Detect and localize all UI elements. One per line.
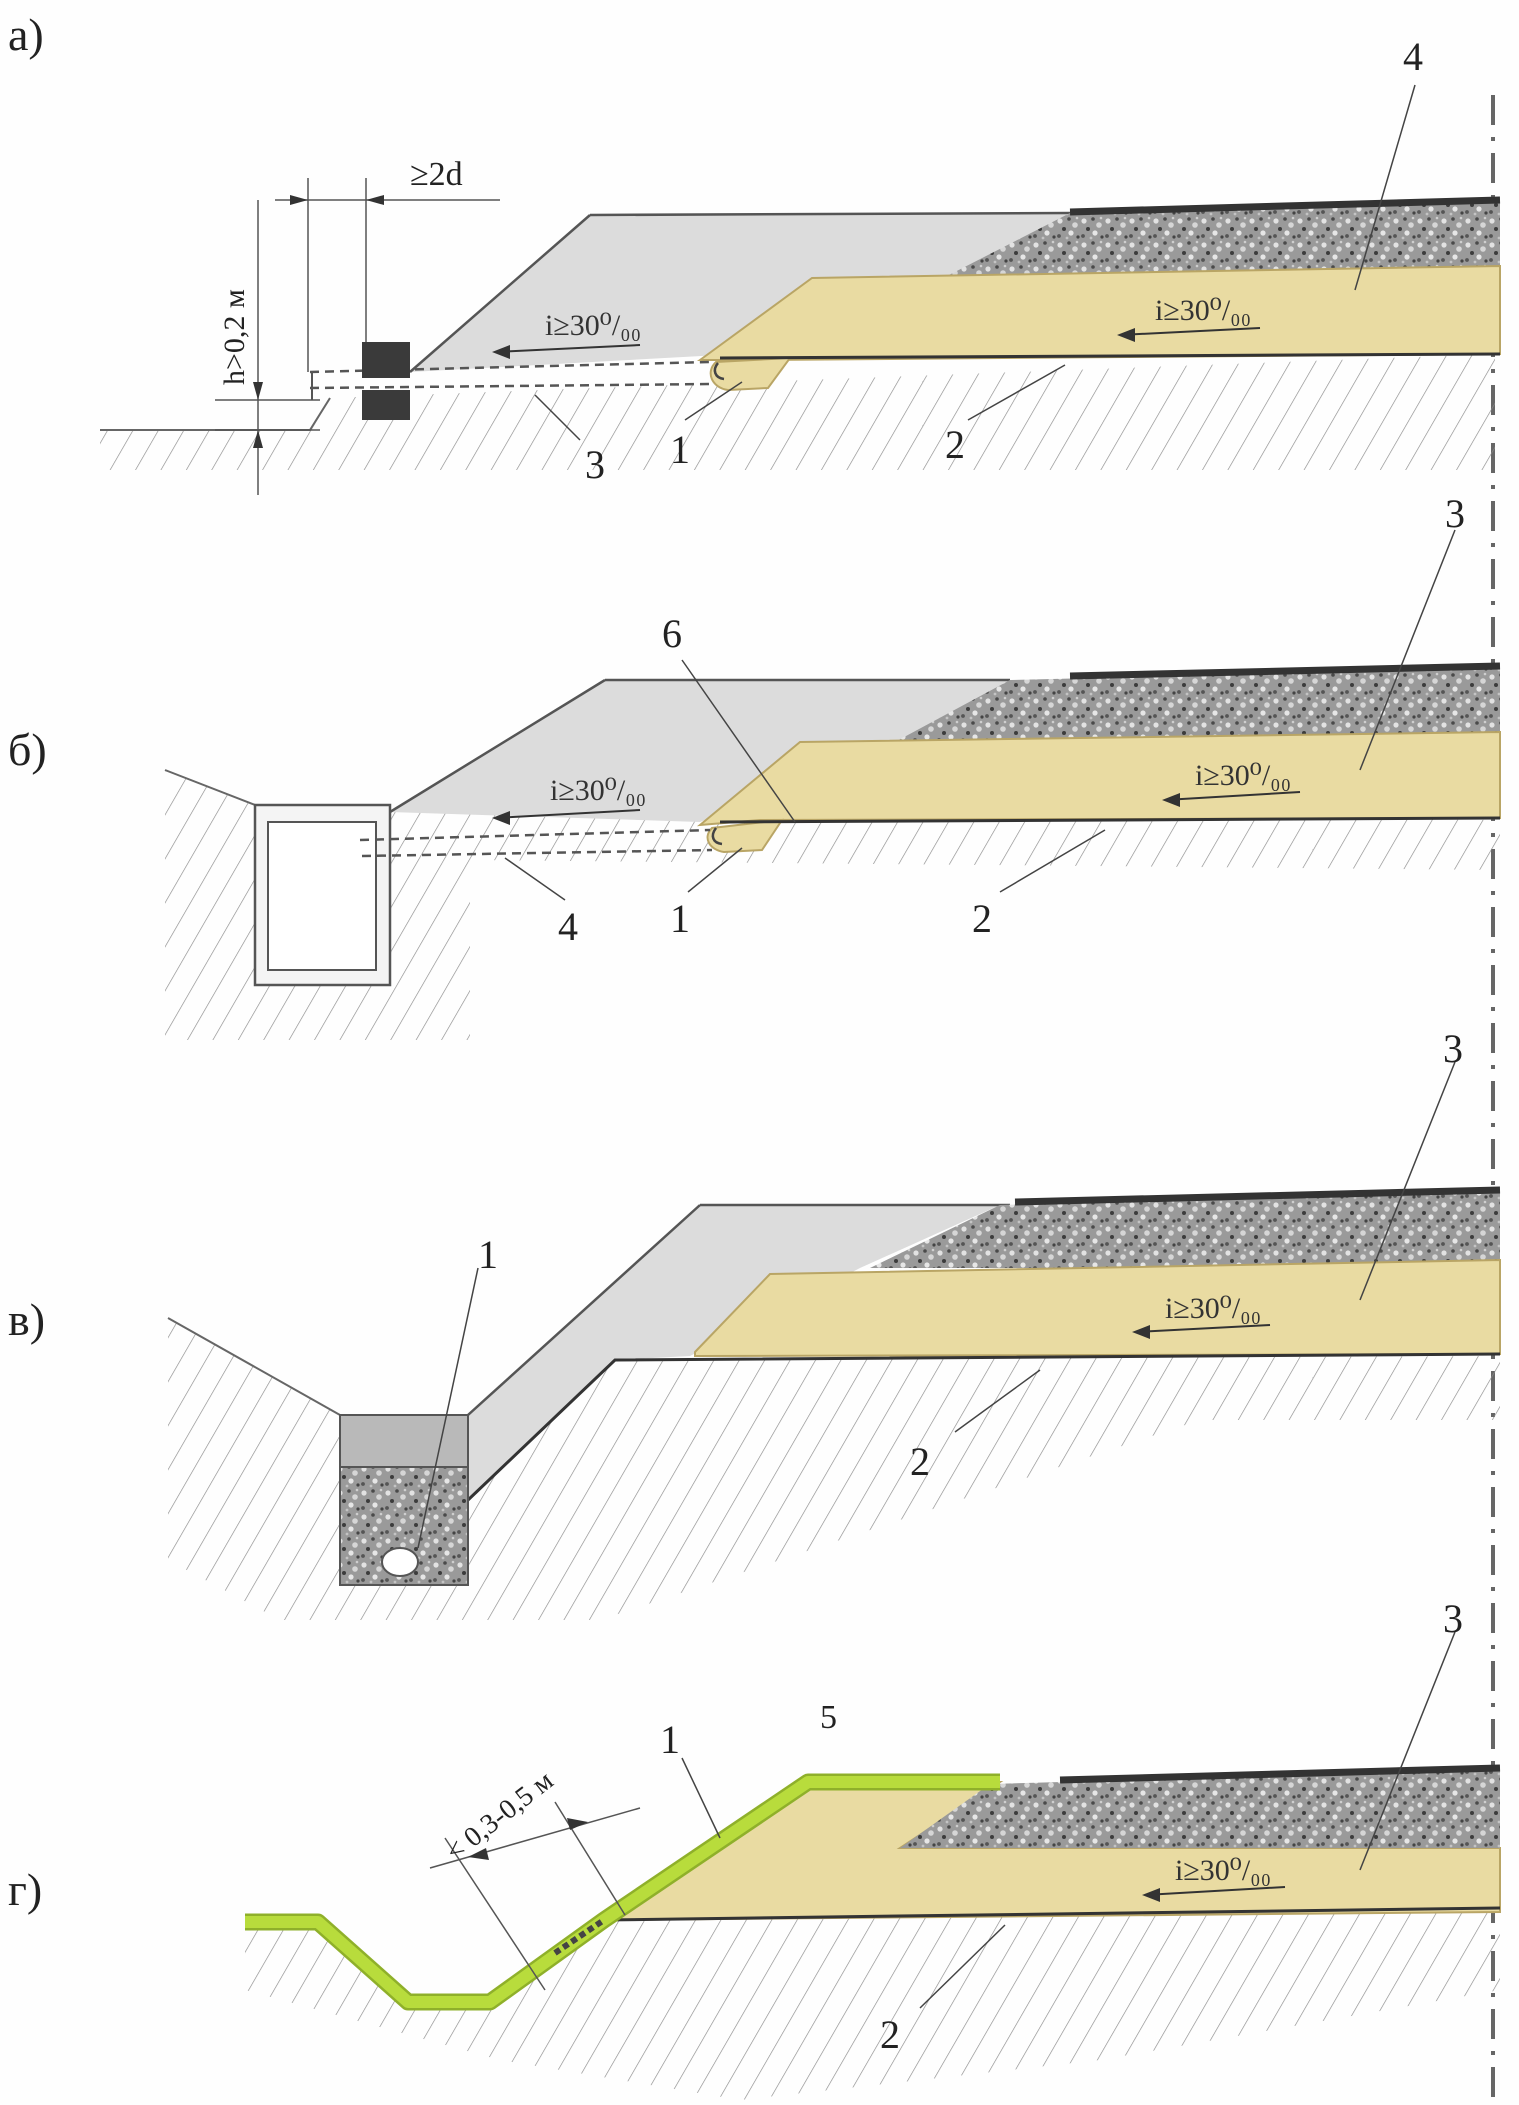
panel-c-label-1: 1 [478, 1232, 498, 1277]
panel-c-slope-right: i≥30⁰/₀₀ [1165, 1292, 1261, 1325]
panel-a-slope-right: i≥30⁰/₀₀ [1155, 294, 1251, 327]
panel-a-ground [100, 354, 1495, 470]
panel-c-shoulder [468, 1205, 1000, 1500]
panel-a-base-layer [696, 264, 1501, 361]
panel-d-letter: г) [8, 1864, 42, 1915]
panel-a-shoulder [410, 213, 1070, 372]
panel-b-ground [165, 770, 1500, 1040]
panel-c-drain-pipe [381, 1547, 419, 1577]
panel-a-outlet-block-bottom [362, 390, 410, 420]
panel-b-letter: б) [8, 724, 47, 775]
panel-a-label-4: 3 [585, 442, 605, 487]
panel-c: в) i≥30⁰/₀₀ 3 2 1 [8, 1026, 1501, 1620]
panel-c-trench-cap [339, 1414, 469, 1468]
panel-d-gravel [900, 1770, 1500, 1848]
panel-c-letter: в) [8, 1294, 45, 1345]
panel-c-ground [168, 1318, 1500, 1620]
panel-d-label-2: 2 [880, 2012, 900, 2057]
panel-d-label-1: 1 [660, 1717, 680, 1762]
panel-d-label-5: 5 [820, 1699, 837, 1736]
panel-b-slope-left: i≥30⁰/₀₀ [550, 774, 646, 807]
panel-b-slope-right: i≥30⁰/₀₀ [1195, 759, 1291, 792]
panel-a-letter: а) [8, 9, 44, 60]
panel-d-label-3: 3 [1443, 1596, 1463, 1641]
panel-b-label-2: 2 [972, 896, 992, 941]
panel-a-label-3: 4 [1403, 34, 1423, 79]
panel-c-label-3: 3 [1443, 1026, 1463, 1071]
panel-d-drainage-layer [245, 1776, 1000, 2008]
panel-a-outlet-block-top [362, 342, 410, 378]
panel-a-label-1: 1 [670, 427, 690, 472]
panel-d-slope-right: i≥30⁰/₀₀ [1175, 1854, 1271, 1887]
panel-a-dim-height: h>0,2 м [218, 289, 251, 385]
panel-d-dim-depth: < 0,3-0,5 м [440, 1765, 559, 1868]
panel-b-label-3: 3 [1445, 491, 1465, 536]
panel-a-label-2: 2 [945, 422, 965, 467]
panel-a-slope-left: i≥30⁰/₀₀ [545, 309, 641, 342]
panel-b: б) i≥30⁰/₀₀ i≥30⁰/₀₀ 3 6 [8, 491, 1501, 1040]
panel-a-dim-width: ≥2d [410, 156, 463, 193]
panel-b-label-6: 6 [662, 611, 682, 656]
panel-b-base-layer [696, 730, 1501, 827]
panel-b-gravel [880, 668, 1500, 750]
panel-c-label-2: 2 [910, 1439, 930, 1484]
panel-c-gravel [870, 1192, 1500, 1268]
panel-d: г) < 0,3-0,5 м i≥30⁰/₀₀ 3 5 1 2 [8, 1596, 1501, 2100]
panel-a: а) ≥2d h>0,2 м [8, 9, 1501, 495]
panel-b-shoulder [390, 680, 1010, 822]
panel-b-label-1: 1 [670, 896, 690, 941]
panel-c-base-layer [694, 1258, 1501, 1358]
panel-b-label-4: 4 [558, 904, 578, 949]
